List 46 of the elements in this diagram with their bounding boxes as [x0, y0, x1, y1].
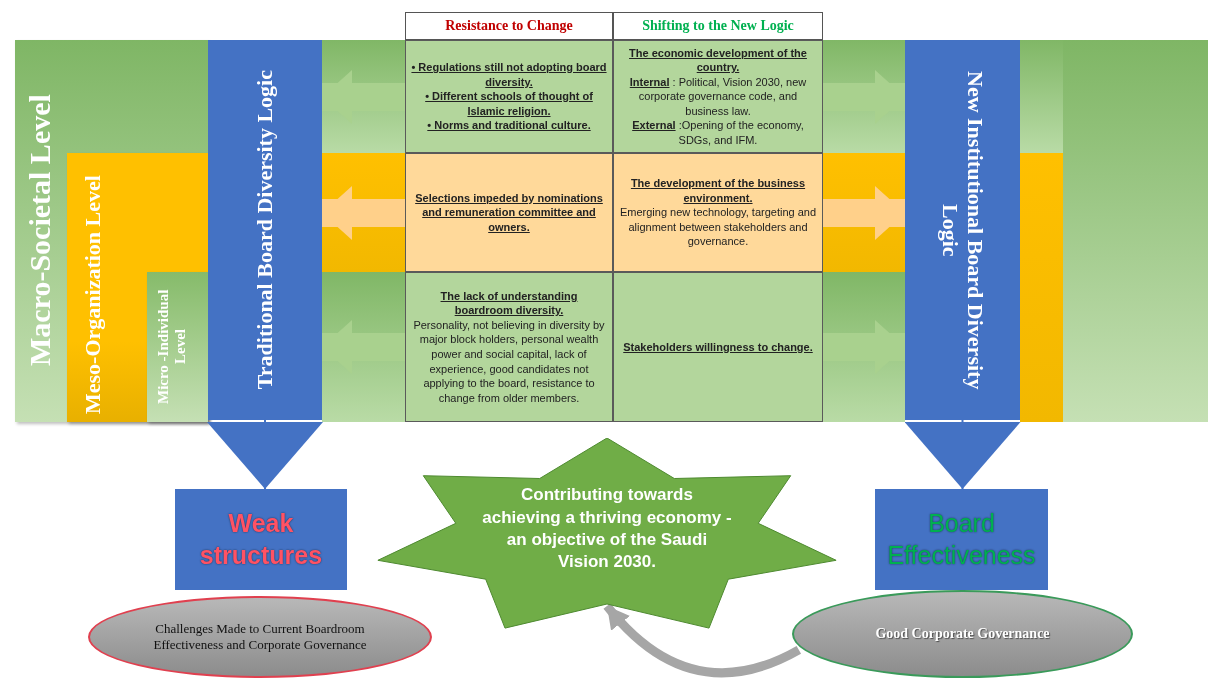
column-header — [613, 12, 823, 40]
level-band — [15, 40, 208, 422]
outcome-box — [875, 489, 1048, 590]
band-label: Micro -Individual Level — [155, 288, 189, 407]
cell-text: External :Opening of the economy, SDGs, and IFM. — [631, 118, 805, 148]
cell-heading: Stakeholders willingness to change. — [623, 339, 813, 355]
table-cell — [405, 272, 613, 422]
cell-heading: The economic development of the country. — [628, 45, 808, 75]
bullet-item: • Different schools of thought of Islamic religion. — [424, 89, 594, 119]
header-text: Shifting to the New Logic — [642, 18, 794, 34]
band-label: Meso-Organization Level — [81, 175, 106, 415]
ellipse-text: Good Corporate Governance — [875, 625, 1050, 643]
cell-text: Personality, not believing in diversity by major block holders, personal wealth power and social capital, lack of experience, good candidates not applying to the board, resistance to change from older members. — [412, 317, 606, 406]
column-label: Traditional Board Diversity Logic — [252, 70, 278, 390]
wide-arrow — [823, 186, 905, 240]
cell-heading: The lack of understanding boardroom diversity. — [439, 288, 579, 318]
logic-column — [208, 40, 322, 420]
wide-arrow — [322, 70, 405, 124]
level-band — [147, 272, 208, 422]
box-label: Weak structures — [198, 508, 324, 571]
wide-arrow — [322, 186, 405, 240]
table-cell — [613, 153, 823, 272]
wide-arrow — [823, 70, 905, 124]
block-arrow — [207, 419, 323, 490]
column-header — [405, 12, 613, 40]
level-band — [67, 153, 208, 422]
table-cell — [613, 40, 823, 153]
box-label: Board Effectiveness — [886, 508, 1037, 571]
cell-heading: The development of the business environment. — [629, 176, 807, 206]
band-label: Macro-Societal Level — [23, 93, 57, 368]
table-cell — [405, 153, 613, 272]
bullet-item: • Norms and traditional culture. — [427, 118, 591, 133]
cell-heading: Selections impeded by nominations and remuneration committee and owners. — [414, 190, 604, 235]
cell-text: Emerging new technology, targeting and alignment between stakeholders and governance. — [619, 205, 817, 249]
column-label: New Institutional Board Diversity Logic — [937, 69, 988, 392]
bullet-item: • Regulations still not adopting board diversity. — [411, 60, 607, 90]
star-text: Contributing towards achieving a thriving economy - an objective of the Saudi Vision 2030. — [482, 484, 732, 574]
block-arrow — [904, 419, 1021, 490]
curved-arrow — [603, 603, 801, 678]
table-cell — [613, 272, 823, 422]
header-text: Resistance to Change — [445, 18, 573, 34]
ellipse-text: Challenges Made to Current Boardroom Effectiveness and Corporate Governance — [152, 621, 368, 653]
table-cell — [405, 40, 613, 153]
cell-text: Internal : Political, Vision 2030, new corporate governance code, and business law. — [628, 74, 808, 119]
logic-column — [905, 40, 1020, 420]
outcome-box — [175, 489, 347, 590]
